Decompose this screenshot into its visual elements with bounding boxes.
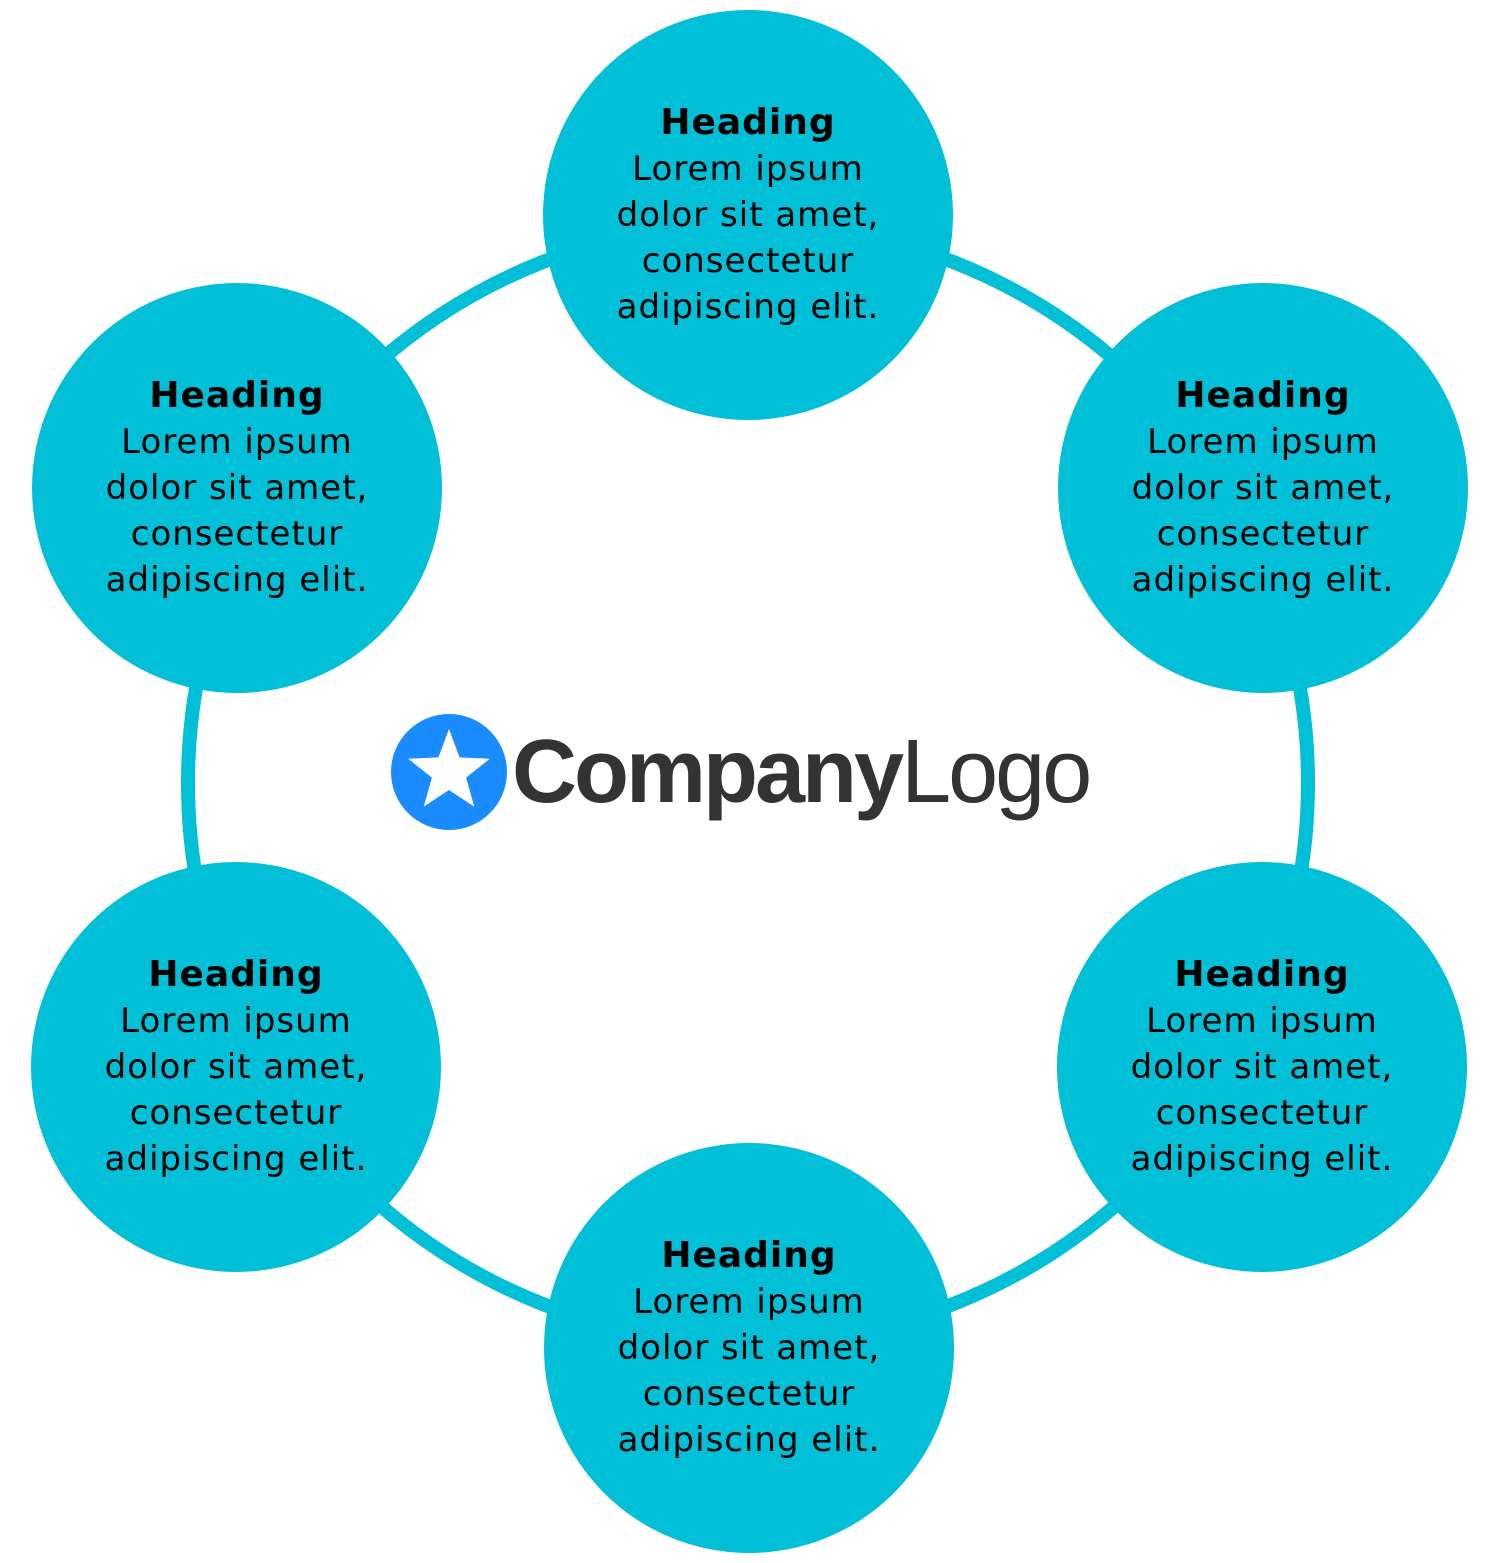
node-heading: Heading <box>660 102 836 143</box>
logo-wordmark: CompanyLogo <box>512 727 1092 817</box>
node-heading: Heading <box>661 1235 837 1276</box>
node-heading: Heading <box>149 375 325 416</box>
cycle-node-1: Heading Lorem ipsum dolor sit amet, cons… <box>543 10 953 420</box>
node-heading: Heading <box>148 954 324 995</box>
cycle-node-2: Heading Lorem ipsum dolor sit amet, cons… <box>1058 283 1468 693</box>
cycle-node-3: Heading Lorem ipsum dolor sit amet, cons… <box>1057 862 1467 1272</box>
logo-text-company: Company <box>512 722 904 822</box>
node-body: Lorem ipsum dolor sit amet, consectetur … <box>1131 422 1395 600</box>
company-logo: CompanyLogo <box>390 712 1130 832</box>
node-body: Lorem ipsum dolor sit amet, consectetur … <box>104 1001 368 1179</box>
node-heading: Heading <box>1174 954 1350 995</box>
cycle-node-5: Heading Lorem ipsum dolor sit amet, cons… <box>31 862 441 1272</box>
node-body: Lorem ipsum dolor sit amet, consectetur … <box>105 422 369 600</box>
cycle-node-4: Heading Lorem ipsum dolor sit amet, cons… <box>544 1143 954 1553</box>
logo-text-logo: Logo <box>901 722 1092 822</box>
node-heading: Heading <box>1175 375 1351 416</box>
node-body: Lorem ipsum dolor sit amet, consectetur … <box>1130 1001 1394 1179</box>
cycle-node-6: Heading Lorem ipsum dolor sit amet, cons… <box>32 283 442 693</box>
star-icon <box>391 714 507 830</box>
node-body: Lorem ipsum dolor sit amet, consectetur … <box>616 149 880 327</box>
node-body: Lorem ipsum dolor sit amet, consectetur … <box>617 1282 881 1460</box>
